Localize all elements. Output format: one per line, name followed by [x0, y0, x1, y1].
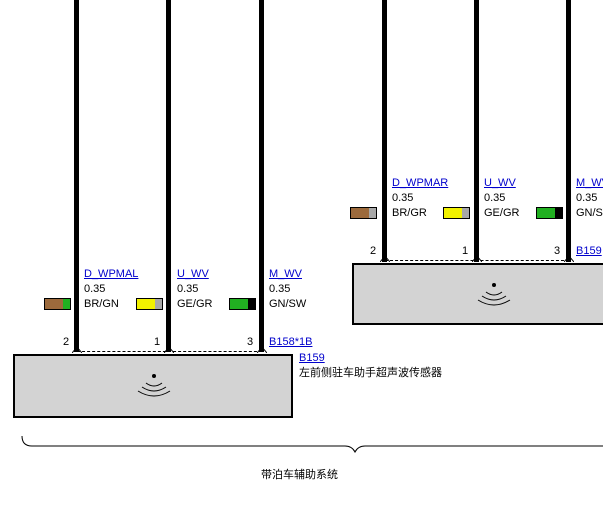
- wire-name-link[interactable]: M_WV: [576, 177, 603, 189]
- wire-right-1[interactable]: [382, 0, 387, 262]
- wire-right-3[interactable]: [566, 0, 571, 262]
- wire-name-link[interactable]: D_WPMAL: [84, 268, 139, 280]
- wire-name-link[interactable]: D_WPMAR: [392, 177, 449, 189]
- connector-ref-link[interactable]: B158*1B: [269, 336, 313, 348]
- connector-dashed-line: [77, 351, 262, 352]
- wire-size: 0.35: [576, 192, 598, 204]
- wire-left-2[interactable]: [166, 0, 171, 352]
- ultrasonic-sensor-icon: [477, 283, 511, 306]
- connector-dashed-line: [385, 260, 569, 261]
- component-description: 左前侧驻车助手超声波传感器: [299, 367, 442, 379]
- wire-name-link[interactable]: U_WV: [484, 177, 516, 189]
- wire-name-link[interactable]: U_WV: [177, 268, 209, 280]
- sensor-body-right[interactable]: [352, 263, 603, 325]
- wire-size: 0.35: [269, 283, 291, 295]
- swatch-primary: [45, 299, 63, 309]
- swatch-primary: [137, 299, 155, 309]
- swatch-secondary: [555, 208, 562, 218]
- system-label: 带泊车辅助系统: [261, 469, 338, 481]
- pin-caret: [472, 256, 482, 262]
- wire-color-code: GN/SW: [269, 298, 307, 310]
- pin-caret: [380, 256, 390, 262]
- pin-caret: [257, 347, 267, 353]
- swatch-primary: [444, 208, 462, 218]
- pin-number: 3: [247, 336, 254, 348]
- swatch-secondary: [369, 208, 376, 218]
- ultrasonic-sensor-icon: [137, 374, 171, 397]
- wire-size: 0.35: [392, 192, 414, 204]
- wire-color-code: GE/GR: [177, 298, 213, 310]
- pin-number: 1: [462, 245, 469, 257]
- wire-left-1[interactable]: [74, 0, 79, 352]
- wire-right-2[interactable]: [474, 0, 479, 262]
- wire-size: 0.35: [177, 283, 199, 295]
- wire-size: 0.35: [84, 283, 106, 295]
- pin-caret: [164, 347, 174, 353]
- wire-size: 0.35: [484, 192, 506, 204]
- wire-color-swatch: [536, 207, 563, 219]
- wire-color-swatch: [136, 298, 163, 310]
- swatch-primary: [230, 299, 248, 309]
- wire-color-swatch: [44, 298, 71, 310]
- wire-name-link[interactable]: M_WV: [269, 268, 302, 280]
- wire-color-swatch: [229, 298, 256, 310]
- pin-number: 3: [554, 245, 561, 257]
- swatch-primary: [537, 208, 555, 218]
- pin-number: 1: [154, 336, 161, 348]
- connector-ref-link[interactable]: B159: [576, 245, 602, 257]
- wire-color-swatch: [350, 207, 377, 219]
- component-ref-link[interactable]: B159: [299, 352, 325, 364]
- wire-left-3[interactable]: [259, 0, 264, 352]
- wire-color-code: GE/GR: [484, 207, 520, 219]
- pin-number: 2: [63, 336, 70, 348]
- swatch-secondary: [248, 299, 255, 309]
- pin-caret: [72, 347, 82, 353]
- wire-color-swatch: [443, 207, 470, 219]
- swatch-secondary: [63, 299, 70, 309]
- sensor-body-left[interactable]: [13, 354, 293, 418]
- wire-color-code: BR/GR: [392, 207, 427, 219]
- wire-color-code: BR/GN: [84, 298, 119, 310]
- pin-number: 2: [370, 245, 377, 257]
- pin-caret: [564, 256, 574, 262]
- wire-color-code: GN/SW: [576, 207, 603, 219]
- swatch-secondary: [155, 299, 162, 309]
- swatch-primary: [351, 208, 369, 218]
- group-brace: [21, 436, 603, 454]
- swatch-secondary: [462, 208, 469, 218]
